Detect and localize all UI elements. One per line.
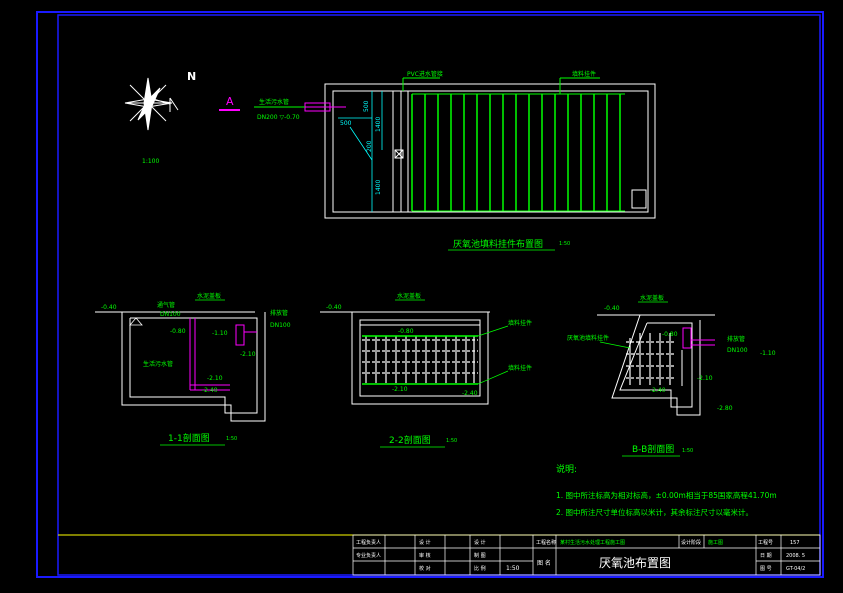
tb-stage: 施工图: [708, 539, 723, 546]
s2-level-a: -0.80: [398, 328, 414, 335]
section-marker-a: A: [219, 95, 240, 111]
s3-filler: [626, 333, 674, 385]
s3-level-a: -0.80: [662, 331, 678, 338]
tb-r1c3: 设 计: [474, 539, 486, 546]
s3-level-e: -2.80: [717, 405, 733, 412]
plan-top-label-2: 填料挂件: [572, 70, 596, 78]
s1-label-b: 通气管: [157, 301, 175, 309]
s1-level-e: -2.40: [202, 387, 218, 394]
s1-caption: 1-1剖面图: [168, 432, 210, 444]
s2-label-a: 水泥盖板: [397, 292, 421, 300]
s1-label-c-spec: DN100: [270, 322, 291, 329]
dim-1400-a: 1400: [375, 117, 382, 132]
plan-caption: 厌氧池填料挂件布置图: [453, 238, 543, 250]
section-b-b: -0.40 水泥盖板 厌氧池填料挂件 排放管 DN100 -0.80 -1.10…: [567, 294, 776, 457]
section-2-2: -0.40 水泥盖板 填料挂件 填料挂件 -0.80 -2.10 -2.40 2…: [320, 292, 532, 448]
svg-text:A: A: [226, 95, 234, 108]
s3-ground-level: -0.40: [604, 305, 620, 312]
notes: 说明: 1. 图中所注标高为相对标高，±0.00m相当于85国家高程41.70m…: [556, 463, 777, 517]
s3-caption-scale: 1:50: [682, 448, 693, 454]
s3-label-c-spec: DN100: [727, 347, 748, 354]
tb-r1c1: 工程负责人: [356, 539, 381, 546]
tb-job-no: 157: [790, 540, 800, 546]
plan-inner-wall: [332, 90, 649, 213]
dim-500-b: 500: [340, 120, 352, 127]
tb-scale: 1:50: [506, 565, 520, 572]
compass-scale: 1:100: [142, 158, 159, 165]
dim-1400-b: 1400: [375, 180, 382, 195]
s2-label-b: 填料挂件: [508, 319, 532, 327]
plan-filler-lines: [411, 93, 625, 212]
s3-level-b: -1.10: [760, 350, 776, 357]
s1-label-a: 水泥盖板: [197, 292, 221, 300]
s2-ground-level: -0.40: [326, 304, 342, 311]
tb-job-no-label: 工程号: [758, 539, 773, 546]
section-1-1: -0.40 水泥盖板 通气管 DN100 排放管 DN100 -0.80 -1.…: [95, 292, 291, 446]
notes-line-1: 1. 图中所注标高为相对标高，±0.00m相当于85国家高程41.70m: [556, 490, 777, 500]
plan-inlet-spec: DN200 ▽-0.70: [257, 114, 300, 121]
s3-label-c: 排放管: [727, 335, 745, 343]
s1-label-d: 生活污水管: [143, 360, 173, 368]
tb-r2c3: 制 图: [474, 552, 486, 559]
s1-caption-scale: 1:50: [226, 436, 237, 442]
tb-date-label: 日 期: [760, 553, 772, 559]
tb-project-label: 工程名称: [536, 539, 556, 546]
plan-outer-wall: [324, 83, 656, 219]
s1-ground-level: -0.40: [101, 304, 117, 311]
s1-level-a: -0.80: [170, 328, 186, 335]
tb-r3c3: 比 例: [474, 565, 486, 572]
s2-level-c: -2.40: [462, 390, 478, 397]
notes-heading: 说明:: [556, 463, 577, 475]
plan-caption-scale: 1:50: [559, 241, 570, 247]
notes-line-2: 2. 图中所注尺寸单位标高以米计，其余标注尺寸以毫米计。: [556, 507, 753, 517]
plan-inlet-pipe: [254, 102, 346, 112]
title-block: 工程负责人 专业负责人 设 计 审 核 校 对 设 计 制 图 比 例 1:50…: [58, 534, 821, 576]
tb-drawing-name: 厌氧池布置图: [599, 556, 671, 570]
s1-level-c: -2.10: [240, 351, 256, 358]
tb-r3c2: 校 对: [419, 565, 431, 572]
s2-filler-grid: [362, 336, 478, 383]
tb-project-name: 某村生活污水处理工程施工图: [560, 539, 625, 546]
dim-200: 200: [366, 140, 373, 152]
s2-label-c: 填料挂件: [508, 364, 532, 372]
s3-level-d: -2.40: [650, 387, 666, 394]
s1-level-b: -1.10: [212, 330, 228, 337]
s1-label-c: 排放管: [270, 309, 288, 317]
s3-caption: B-B剖面图: [632, 443, 674, 455]
tb-drawing-no: GT-04/2: [786, 566, 805, 572]
plan-view: A 生活污水管 DN200 ▽-0.70 PVC进水管接 填料挂件 500 50…: [219, 70, 656, 251]
tb-r1c2: 设 计: [419, 539, 431, 546]
compass-north: N: [187, 70, 196, 83]
s3-label-b: 厌氧池填料挂件: [567, 334, 609, 342]
s2-caption: 2-2剖面图: [389, 434, 431, 446]
dim-500-a: 500: [363, 100, 370, 112]
plan-inlet-label: 生活污水管: [259, 98, 289, 106]
plan-top-label-1: PVC进水管接: [407, 70, 443, 78]
outer-frame: [36, 11, 824, 578]
tb-drawing-no-label: 图 号: [760, 566, 772, 572]
tb-r2c2: 审 核: [419, 552, 431, 559]
compass: N 1:100: [124, 70, 196, 165]
tb-date: 2008. 5: [786, 553, 805, 559]
s1-level-d: -2.10: [207, 375, 223, 382]
tb-stage-label: 设计阶段: [681, 539, 701, 546]
s3-label-a: 水泥盖板: [640, 294, 664, 302]
tb-r2c1: 专业负责人: [356, 552, 381, 559]
s1-label-b-spec: DN100: [160, 311, 181, 318]
s3-level-c: -2.10: [697, 375, 713, 382]
s2-caption-scale: 1:50: [446, 438, 457, 444]
s2-level-b: -2.10: [392, 386, 408, 393]
tb-drawing-name-label: 图 名: [537, 559, 551, 567]
